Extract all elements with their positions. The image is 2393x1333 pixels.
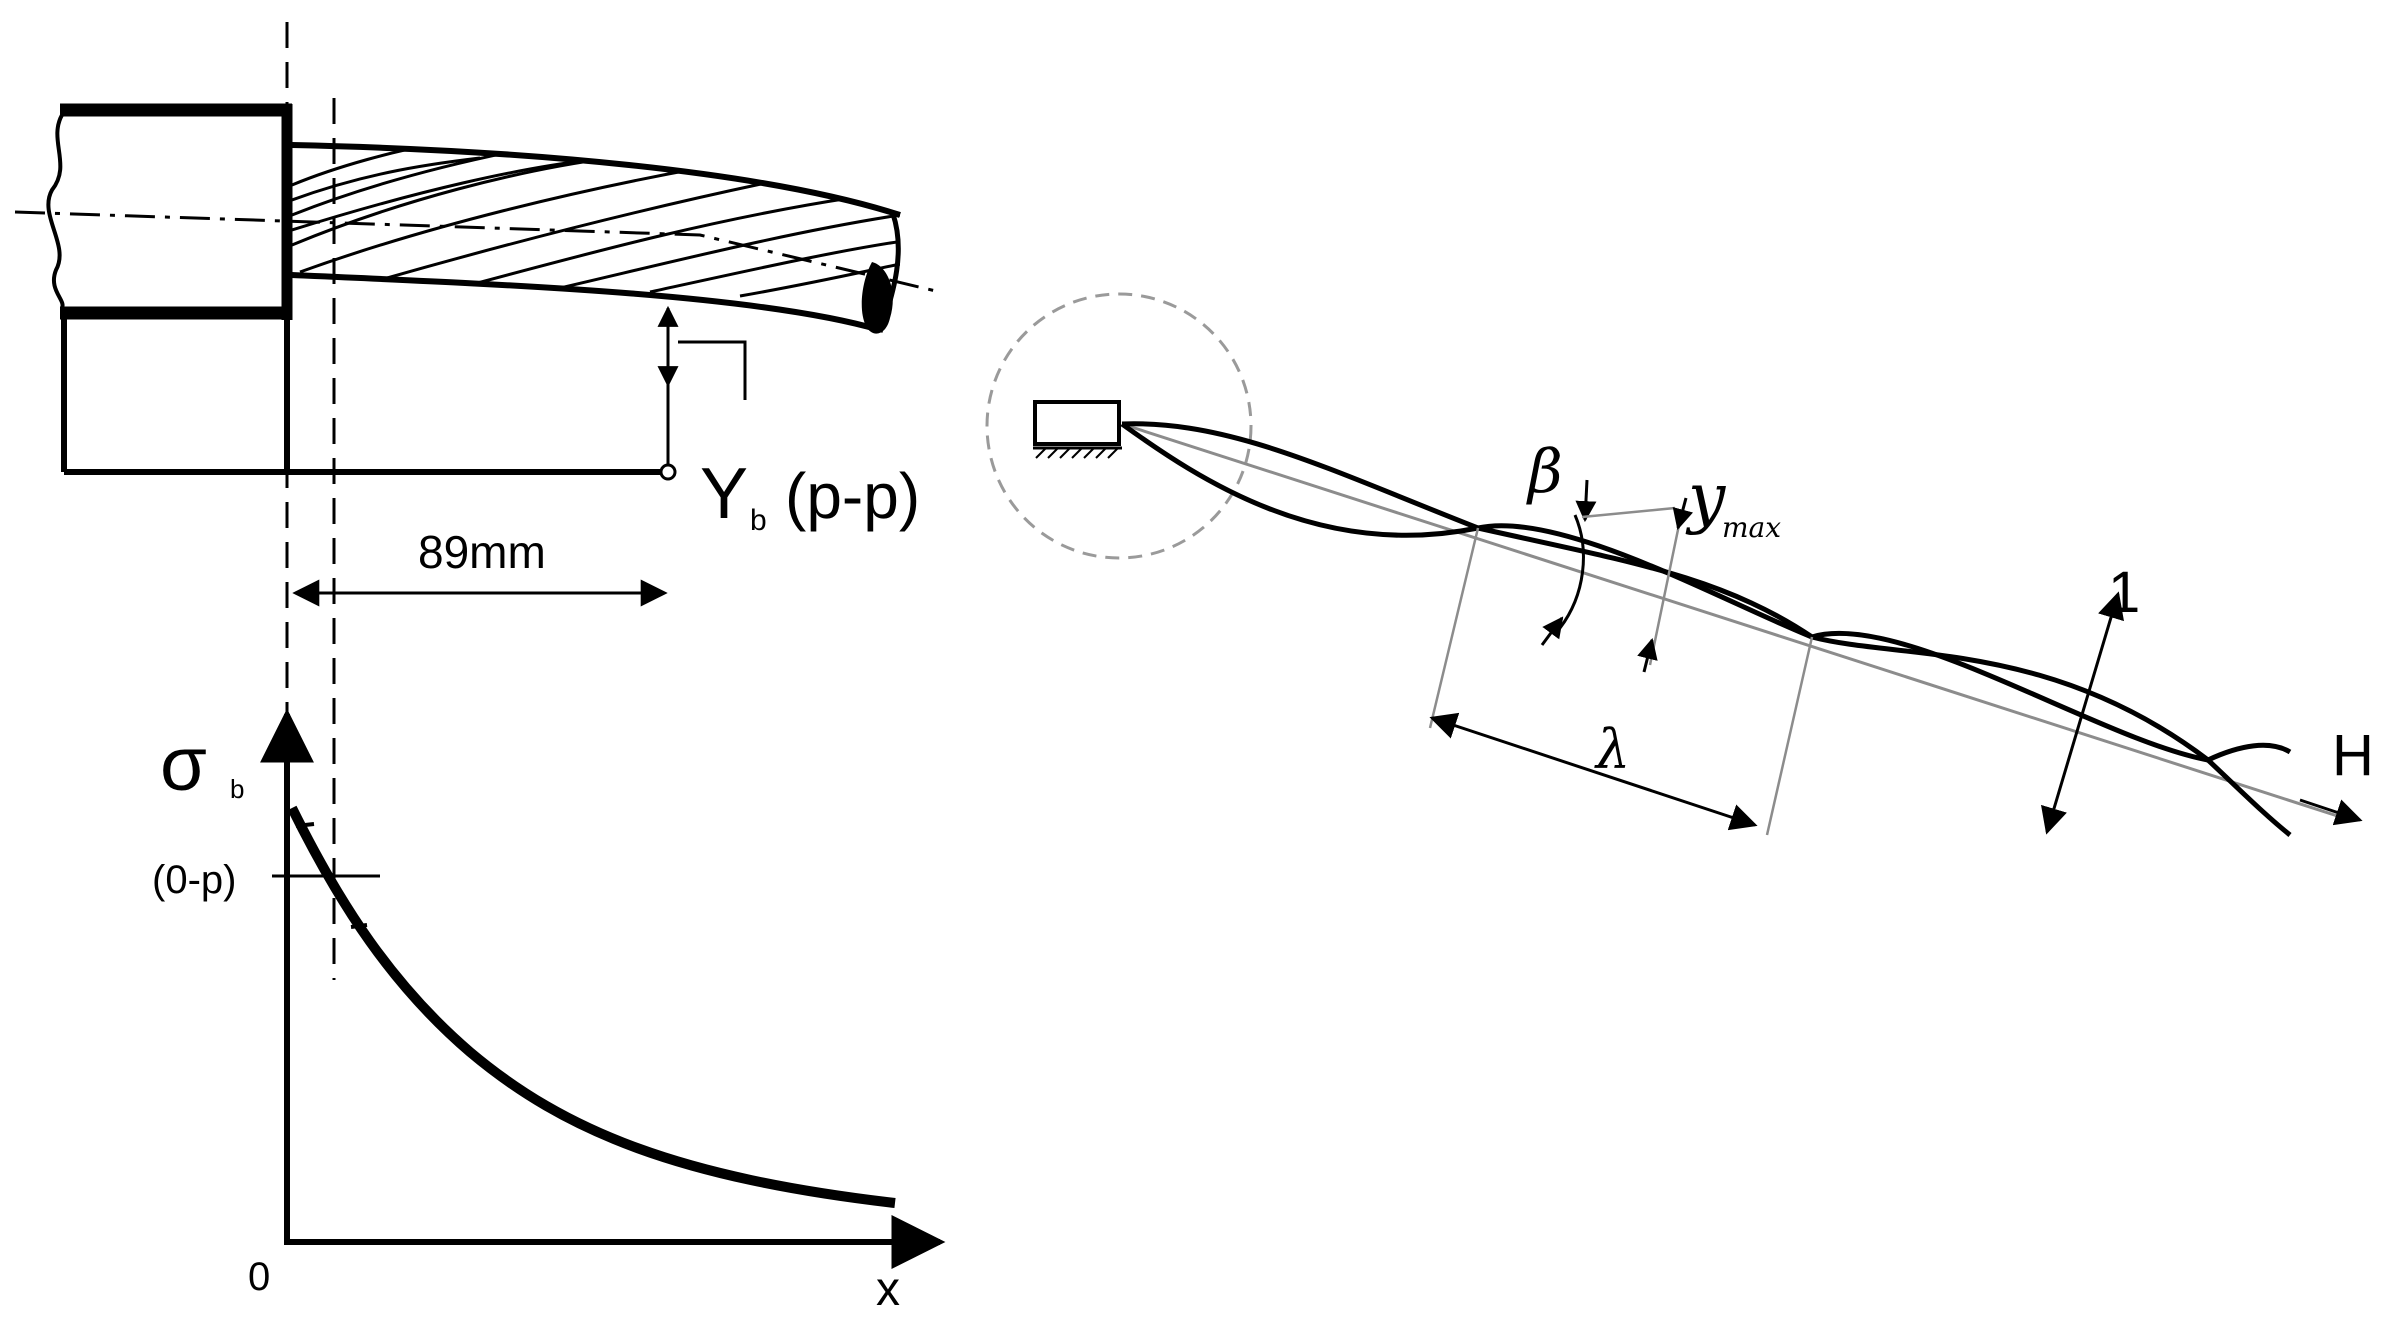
weld-drop-icon [861,262,893,334]
beta-arrow-bottom [1540,616,1564,646]
stress-curve [287,805,896,1208]
deflection-subscript: b [750,504,767,537]
h-label: H [2332,723,2374,788]
rod [291,142,901,334]
one-label: 1 [2108,560,2140,625]
curve-marker [295,822,315,828]
beta-label: β [1526,437,1563,507]
amplitude-arrow [2041,591,2124,835]
detail-circle [985,292,1253,560]
ymax-label: y [1685,459,1726,536]
axis-arrow-h [2299,798,2363,826]
ymax-arrow-bottom [1637,637,1658,673]
ymax-leader [1581,506,1676,519]
helix-axis [1121,422,2351,822]
wavelength-dimension [1428,527,1814,836]
x-axis-label: x [876,1263,900,1316]
filament-strand-b [1120,421,2292,763]
curve-marker [350,923,368,929]
base-block [61,318,665,475]
y-axis-label: σ [160,722,207,807]
ymax-subscript: max [1722,511,1781,544]
origin-label: 0 [248,1255,270,1299]
clamp-icon [46,103,293,320]
y-axis-subscript: b [230,774,244,804]
deflection-indicator: Y b (p-p) [657,305,920,537]
beta-arrow-top [1575,479,1597,523]
lambda-label: λ [1594,718,1630,781]
deflection-suffix: (p-p) [785,460,920,532]
ymax-arrow-top [1672,497,1694,531]
y-marker-label: (0-p) [152,858,236,902]
distance-label: 89mm [418,526,546,578]
ymax-dim-line [1648,519,1682,666]
clamped-rod-diagram: Y b (p-p) 89mm [14,22,941,980]
beta-arc [1558,514,1585,629]
distance-dimension: 89mm [292,526,668,607]
ground-hatch-icon [1033,400,1122,459]
wavelength-arrow [1429,712,1758,831]
stress-graph: σ b (0-p) 0 x [152,708,946,1316]
deflection-label: Y [700,454,748,534]
center-axis [14,210,941,294]
twisted-filament-diagram: λ β y max 1 H [985,292,2374,837]
